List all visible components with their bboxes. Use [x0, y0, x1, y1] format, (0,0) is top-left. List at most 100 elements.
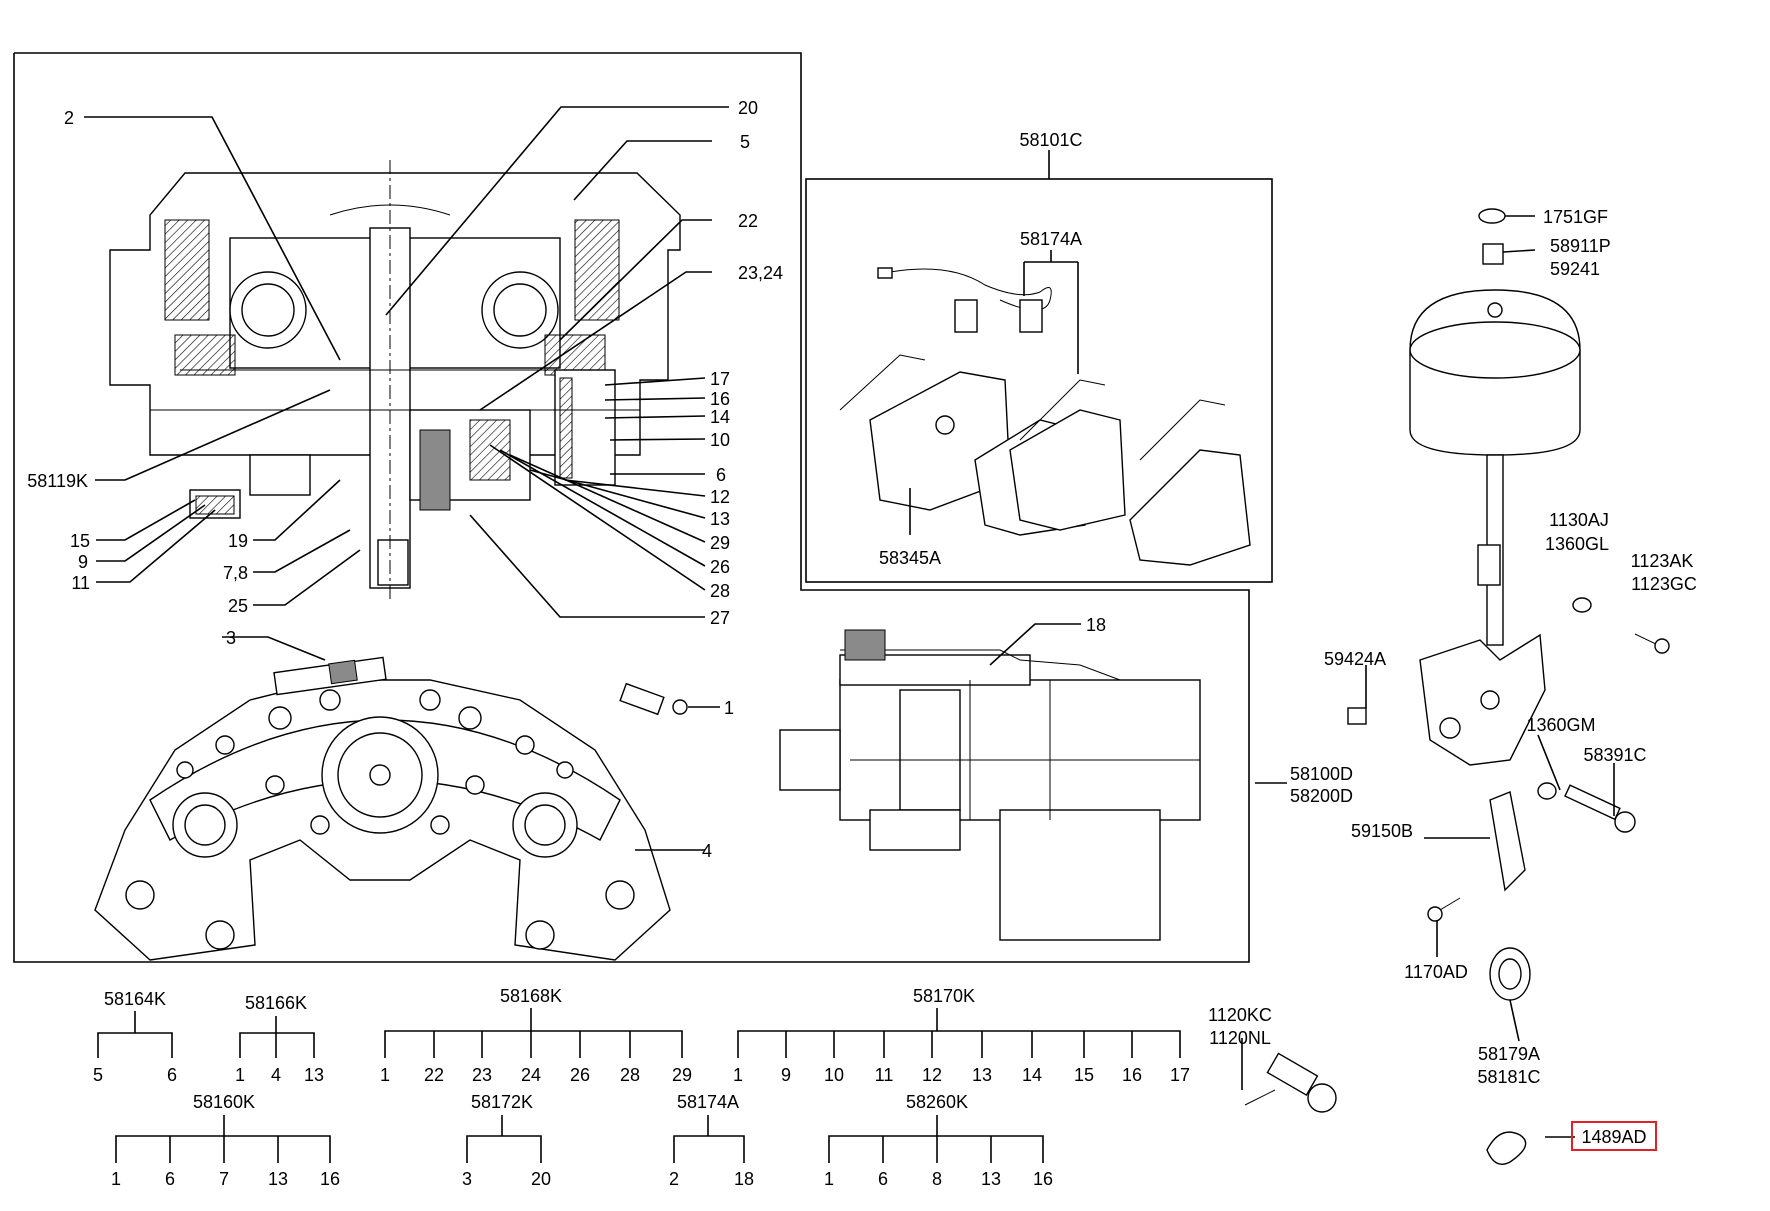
callout-18[interactable]: 18	[1086, 615, 1106, 635]
callout-10[interactable]: 10	[710, 430, 730, 450]
callout-58345A[interactable]: 58345A	[879, 548, 941, 568]
callout-labels: 2 20 5 22 23,24 17 16 14 10 6 12 13 29 2…	[27, 98, 1697, 1147]
kit-58170K-item: 14	[1022, 1065, 1042, 1085]
callout-1489AD[interactable]: 1489AD	[1581, 1127, 1646, 1147]
callout-15[interactable]: 15	[70, 531, 90, 551]
callout-1360GM[interactable]: 1360GM	[1526, 715, 1595, 735]
callout-1360GL[interactable]: 1360GL	[1545, 534, 1609, 554]
kit-58172K-title[interactable]: 58172K	[471, 1092, 533, 1112]
kit-58174A-item: 18	[734, 1169, 754, 1189]
callout-4[interactable]: 4	[702, 841, 712, 861]
callout-58100D[interactable]: 58100D	[1290, 764, 1353, 784]
kit-58260K-item: 16	[1033, 1169, 1053, 1189]
callout-58391C[interactable]: 58391C	[1583, 745, 1646, 765]
kit-58164K-item: 5	[93, 1065, 103, 1085]
callout-58119K[interactable]: 58119K	[27, 471, 88, 491]
kit-58168K-item: 26	[570, 1065, 590, 1085]
callout-1170AD[interactable]: 1170AD	[1404, 962, 1468, 982]
kit-58170K-item: 15	[1074, 1065, 1094, 1085]
callout-58179A[interactable]: 58179A	[1478, 1044, 1540, 1064]
callout-58911P[interactable]: 58911P	[1550, 236, 1611, 256]
callout-1130AJ[interactable]: 1130AJ	[1549, 510, 1609, 530]
callout-27[interactable]: 27	[710, 608, 730, 628]
callout-23-24[interactable]: 23,24	[738, 263, 783, 283]
kit-58160K-title[interactable]: 58160K	[193, 1092, 255, 1112]
kit-58170K-item: 1	[733, 1065, 743, 1085]
callout-59424A[interactable]: 59424A	[1324, 649, 1386, 669]
brake-pads-illustration	[839, 267, 1251, 566]
kit-58168K-item: 24	[521, 1065, 541, 1085]
kit-58168K-item: 29	[672, 1065, 692, 1085]
callout-26[interactable]: 26	[710, 557, 730, 577]
kit-58160K-item: 7	[219, 1169, 229, 1189]
kit-58260K-item: 13	[981, 1169, 1001, 1189]
kit-58170K-title[interactable]: 58170K	[913, 986, 975, 1006]
kit-58166K-item: 4	[271, 1065, 281, 1085]
callout-29[interactable]: 29	[710, 533, 730, 553]
callout-12[interactable]: 12	[710, 487, 730, 507]
callout-1120NL[interactable]: 1120NL	[1209, 1028, 1271, 1048]
callout-13[interactable]: 13	[710, 509, 730, 529]
kit-58170K-item: 10	[824, 1065, 844, 1085]
callout-14[interactable]: 14	[710, 407, 730, 427]
callout-5[interactable]: 5	[740, 132, 750, 152]
kit-brackets	[97, 1008, 1181, 1163]
kit-58260K-title[interactable]: 58260K	[906, 1092, 968, 1112]
kit-58160K-item: 13	[268, 1169, 288, 1189]
kit-58170K-item: 9	[781, 1065, 791, 1085]
highlight-box-1489AD[interactable]	[1571, 1121, 1657, 1151]
callout-1120KC[interactable]: 1120KC	[1208, 1005, 1272, 1025]
callout-25[interactable]: 25	[228, 596, 248, 616]
callout-1123AK[interactable]: 1123AK	[1631, 551, 1694, 571]
small-hardware	[1244, 597, 1670, 1165]
kit-58260K-item: 6	[878, 1169, 888, 1189]
callout-1[interactable]: 1	[724, 698, 734, 718]
kit-58260K-item: 1	[824, 1169, 834, 1189]
callout-20[interactable]: 20	[738, 98, 758, 118]
kit-58160K-item: 1	[111, 1169, 121, 1189]
callout-1123GC[interactable]: 1123GC	[1631, 574, 1697, 594]
caliper-section-frame	[13, 52, 1250, 963]
callout-19[interactable]: 19	[228, 531, 248, 551]
kit-58174A-item: 2	[669, 1169, 679, 1189]
kit-58160K-item: 16	[320, 1169, 340, 1189]
caliper-side-view	[779, 629, 1201, 941]
callout-58174A[interactable]: 58174A	[1020, 229, 1082, 249]
kit-58168K-title[interactable]: 58168K	[500, 986, 562, 1006]
kit-58170K-item: 11	[875, 1065, 894, 1085]
kit-58166K-item: 13	[304, 1065, 324, 1085]
callout-2[interactable]: 2	[64, 108, 74, 128]
kit-58164K-item: 6	[167, 1065, 177, 1085]
cross-section-leaders	[84, 106, 729, 618]
callout-28[interactable]: 28	[710, 581, 730, 601]
kit-58168K-item: 22	[424, 1065, 444, 1085]
kit-58164K-title[interactable]: 58164K	[104, 989, 166, 1009]
callout-59150B[interactable]: 59150B	[1351, 821, 1413, 841]
kit-58166K-title[interactable]: 58166K	[245, 993, 307, 1013]
actuator-assembly	[1409, 208, 1581, 766]
callout-58181C[interactable]: 58181C	[1477, 1067, 1540, 1087]
callout-7-8[interactable]: 7,8	[223, 563, 248, 583]
callout-17[interactable]: 17	[710, 369, 730, 389]
kit-58260K-item: 8	[932, 1169, 942, 1189]
callout-1751GF[interactable]: 1751GF	[1543, 207, 1608, 227]
callout-11[interactable]: 11	[71, 573, 90, 593]
kit-58170K-item: 13	[972, 1065, 992, 1085]
callout-58101C[interactable]: 58101C	[1019, 130, 1082, 150]
callout-58200D[interactable]: 58200D	[1290, 786, 1353, 806]
kit-labels: 58164K 5 6 58166K 1 4 13 58168K 1 22 23 …	[93, 986, 1190, 1189]
kit-58174A-title[interactable]: 58174A	[677, 1092, 739, 1112]
kit-58170K-item: 16	[1122, 1065, 1142, 1085]
callout-3[interactable]: 3	[226, 628, 236, 648]
callout-6[interactable]: 6	[716, 465, 726, 485]
caliper-front-view	[94, 656, 688, 961]
callout-22[interactable]: 22	[738, 211, 758, 231]
kit-58172K-item: 3	[462, 1169, 472, 1189]
callout-16[interactable]: 16	[710, 389, 730, 409]
kit-58166K-item: 1	[235, 1065, 245, 1085]
callout-59241[interactable]: 59241	[1550, 259, 1600, 279]
callout-9[interactable]: 9	[78, 552, 88, 572]
kit-58170K-item: 12	[922, 1065, 942, 1085]
kit-58170K-item: 17	[1170, 1065, 1190, 1085]
